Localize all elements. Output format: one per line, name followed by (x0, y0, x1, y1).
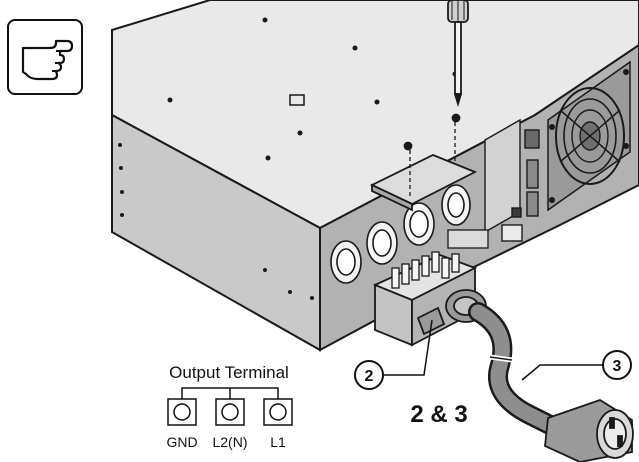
terminal-cover-plate (369, 113, 478, 212)
callout-2: 2 (354, 360, 384, 390)
terminal-gnd-label: GND (166, 434, 197, 450)
terminal-l1: L1 (263, 398, 293, 450)
callout-3: 3 (602, 350, 632, 380)
callout-3-label: 3 (613, 358, 622, 375)
step-label: 2 & 3 (410, 401, 467, 428)
rear-outlets (330, 184, 471, 284)
pointing-hand-icon (7, 19, 83, 95)
rear-ports (484, 118, 540, 242)
terminal-block (372, 229, 489, 347)
plug-connector (544, 399, 634, 462)
fan-grille (547, 60, 631, 212)
output-terminal-title: Output Terminal (169, 363, 289, 382)
terminal-gnd: GND (166, 398, 198, 450)
callout-leaders (383, 319, 603, 381)
callout-2-label: 2 (365, 368, 374, 385)
screwdriver-icon (447, 0, 469, 108)
terminal-l1-label: L1 (270, 434, 286, 450)
power-cable (468, 302, 634, 462)
terminal-l2n-label: L2(N) (212, 434, 247, 450)
output-terminal-legend: Output Terminal GND L2(N) L1 (166, 363, 293, 450)
terminal-l2n: L2(N) (212, 398, 248, 450)
